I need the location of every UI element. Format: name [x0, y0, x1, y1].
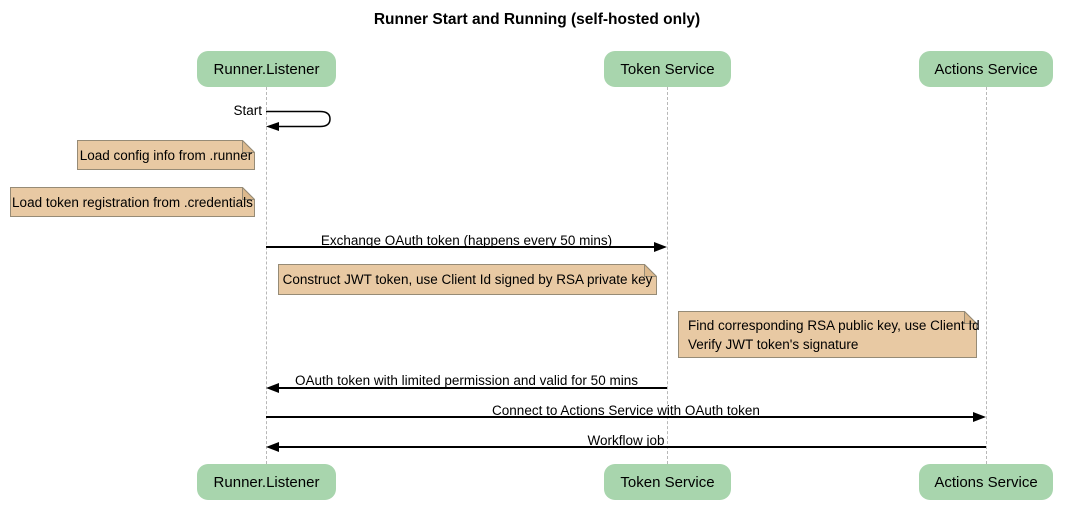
participant-token-service-bottom: Token Service: [604, 464, 731, 500]
participant-runner-listener-bottom: Runner.Listener: [197, 464, 336, 500]
note-verify-jwt: Find corresponding RSA public key, use C…: [678, 311, 980, 358]
message-workflow-label: Workflow job: [587, 433, 665, 448]
message-connect-label: Connect to Actions Service with OAuth to…: [492, 403, 760, 418]
note-load-credentials: Load token registration from .credential…: [10, 187, 255, 217]
message-exchange-line: [266, 246, 656, 248]
message-oauth-return-label: OAuth token with limited permission and …: [295, 373, 638, 388]
note-shape: [10, 187, 255, 217]
arrowhead-left-icon: [266, 383, 279, 393]
participant-label: Actions Service: [934, 473, 1038, 491]
note-load-config: Load config info from .runner: [77, 140, 255, 170]
participant-actions-service-bottom: Actions Service: [919, 464, 1053, 500]
note-text: Construct JWT token, use Client Id signe…: [282, 272, 653, 287]
participant-label: Actions Service: [934, 60, 1038, 78]
message-workflow-line: [277, 446, 986, 448]
note-line-2: Verify JWT token's signature: [688, 337, 859, 352]
participant-label: Token Service: [620, 473, 715, 491]
arrowhead-right-icon: [973, 412, 986, 422]
note-line-1: Find corresponding RSA public key, use C…: [688, 318, 980, 333]
message-exchange-label: Exchange OAuth token (happens every 50 m…: [320, 233, 613, 248]
note-shape: [678, 311, 977, 358]
message-connect-line: [266, 416, 975, 418]
lifeline-actions-service: [986, 87, 987, 464]
start-self-loop-arrow: [266, 110, 331, 131]
diagram-title: Runner Start and Running (self-hosted on…: [373, 11, 701, 28]
note-shape: [278, 264, 657, 295]
participant-runner-listener-top: Runner.Listener: [197, 51, 336, 87]
participant-token-service-top: Token Service: [604, 51, 731, 87]
participant-label: Token Service: [620, 60, 715, 78]
participant-label: Runner.Listener: [213, 473, 320, 491]
note-text: Load config info from .runner: [79, 147, 253, 163]
note-text: Find corresponding RSA public key, use C…: [688, 316, 980, 354]
lifeline-runner-listener: [266, 87, 267, 464]
lifeline-token-service: [667, 87, 668, 464]
message-oauth-return-line: [277, 387, 667, 389]
note-shape: [77, 140, 255, 170]
arrowhead-left-icon: [266, 442, 279, 452]
participant-actions-service-top: Actions Service: [919, 51, 1053, 87]
arrowhead-right-icon: [654, 242, 667, 252]
participant-label: Runner.Listener: [213, 60, 320, 78]
note-text: Load token registration from .credential…: [12, 194, 253, 210]
message-start-label: Start: [233, 103, 262, 118]
note-construct-jwt: Construct JWT token, use Client Id signe…: [278, 264, 657, 295]
